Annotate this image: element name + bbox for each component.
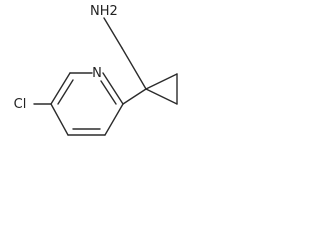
bond-n1-c2 [102,72,124,105]
bond-c5-c6 [50,72,71,105]
bond-cp3-cp1 [145,88,178,105]
bond-cp1-ch2 [121,47,147,90]
bond-ch2-nh2 [103,17,123,49]
chemical-structure-diagram: NH2 N Cl [14,4,178,136]
bond-cp1-cp2 [145,73,178,90]
ring-nitrogen-label: N [92,66,102,81]
bond-ring-to-cyclopropane [122,88,147,105]
bond-c2-c3 [104,103,124,136]
double-bond-n1-c2 [100,80,117,105]
pyridine-ring [50,72,124,136]
double-bond-c5-c6 [57,79,74,105]
cyclopropane-ring [145,73,178,105]
chlorine-label: Cl [14,97,27,112]
amine-label: NH2 [90,4,118,19]
bond-c4-c5 [50,103,69,136]
